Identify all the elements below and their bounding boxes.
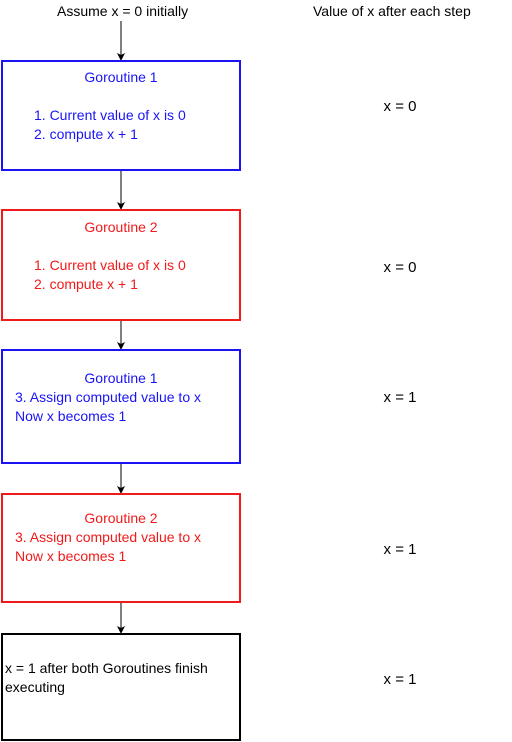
box-line: 1. Current value of x is 0 (34, 257, 186, 273)
goroutine-2-read-box: Goroutine 2 1. Current value of x is 0 2… (1, 209, 241, 321)
box-title: Goroutine 1 (84, 370, 158, 386)
box-line: 1. Current value of x is 0 (34, 107, 186, 123)
goroutine-1-assign-box: Goroutine 1 3. Assign computed value to … (1, 349, 241, 464)
step-2-value: x = 0 (383, 259, 417, 276)
final-result-box: x = 1 after both Goroutines finish execu… (1, 633, 241, 741)
box-line: 3. Assign computed value to x (15, 529, 201, 545)
box-title: Goroutine 2 (84, 219, 158, 235)
box-title: Goroutine 2 (84, 510, 158, 526)
box-line: 2. compute x + 1 (34, 276, 138, 292)
box-title: Goroutine 1 (84, 69, 158, 85)
initial-assumption-label: Assume x = 0 initially (57, 3, 189, 19)
box-line: 3. Assign computed value to x (15, 389, 201, 405)
step-3-value: x = 1 (383, 389, 417, 406)
step-1-value: x = 0 (383, 98, 417, 115)
goroutine-2-assign-box: Goroutine 2 3. Assign computed value to … (1, 493, 241, 603)
box-line: Now x becomes 1 (15, 408, 127, 424)
box-line: executing (5, 679, 65, 695)
box-line: 2. compute x + 1 (34, 126, 138, 142)
value-column-header: Value of x after each step (313, 3, 471, 19)
box-line: x = 1 after both Goroutines finish (5, 660, 208, 676)
goroutine-1-read-box: Goroutine 1 1. Current value of x is 0 2… (1, 60, 241, 171)
step-5-value: x = 1 (383, 671, 417, 688)
step-4-value: x = 1 (383, 541, 417, 558)
box-line: Now x becomes 1 (15, 548, 127, 564)
